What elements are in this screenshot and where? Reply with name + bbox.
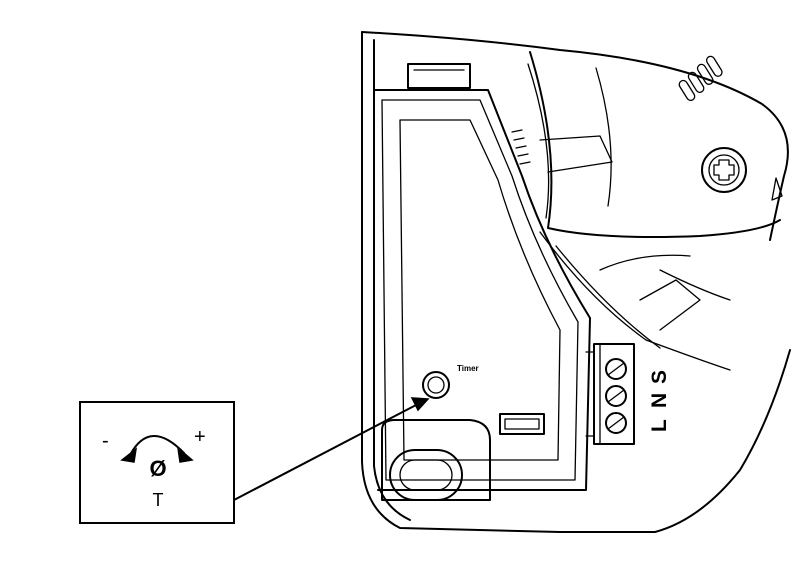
leader-arrow: [233, 397, 430, 501]
timer-letter: T: [153, 490, 164, 510]
minus-sign: -: [102, 430, 109, 452]
cable-slot: [499, 413, 545, 435]
screw-icon: [701, 147, 747, 193]
terminal-screw-1: [605, 358, 627, 380]
sensor-lens: [527, 51, 783, 371]
mounting-hole: [381, 419, 491, 501]
callout-box: [79, 401, 235, 524]
timer-label: Timer: [457, 364, 479, 373]
terminal-screw-2: [605, 385, 627, 407]
knob-symbol: Ø: [149, 456, 166, 481]
terminal-label-s: S: [648, 370, 671, 384]
terminal-label-l: L: [648, 419, 671, 432]
side-vents: [511, 129, 531, 165]
timer-potentiometer: [422, 371, 450, 399]
top-clip: [407, 63, 471, 89]
terminal-screw-3: [605, 412, 627, 434]
timer-callout: - + Ø T: [79, 401, 235, 524]
terminal-label-n: N: [648, 393, 671, 408]
device-housing: [361, 31, 791, 533]
terminal-block: [585, 343, 635, 445]
rotate-arrow-icon: [120, 435, 194, 463]
plus-sign: +: [194, 426, 206, 448]
